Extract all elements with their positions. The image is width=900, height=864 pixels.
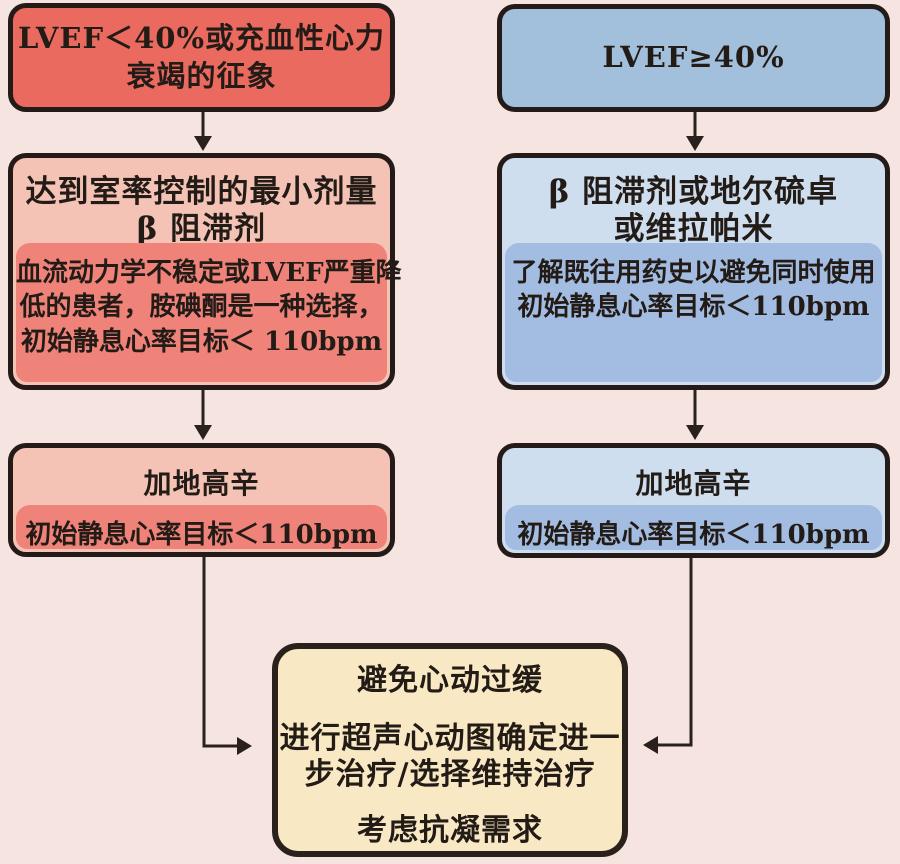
condition-text-lvef-normal: LVEF≥40% bbox=[602, 40, 785, 75]
condition-text-lvef-low: LVEF＜40%或充血性心力 衰竭的征象 bbox=[17, 20, 386, 93]
outcome-echo-text: 进行超声心动图确定进一 步治疗/选择维持治疗 bbox=[279, 721, 621, 792]
escalation-header-left: 加地高辛 bbox=[143, 467, 260, 500]
escalation-box-right: 加地高辛 初始静息心率目标＜110bpm bbox=[497, 443, 890, 558]
escalation-header-right: 加地高辛 bbox=[635, 467, 752, 500]
connector-left-elbow bbox=[202, 557, 238, 748]
treatment-header-right: β 阻滞剂或地尔硫卓 或维拉帕米 bbox=[548, 174, 839, 248]
treatment-header-left: 达到室率控制的最小剂量 β 阻滞剂 bbox=[25, 174, 378, 248]
arrowhead-left-2 bbox=[194, 425, 212, 440]
escalation-box-left: 加地高辛 初始静息心率目标＜110bpm bbox=[8, 443, 395, 557]
outcome-box: 避免心动过缓 进行超声心动图确定进一 步治疗/选择维持治疗 考虑抗凝需求 bbox=[272, 643, 628, 857]
connector-right-elbow bbox=[657, 558, 693, 747]
treatment-box-left: 达到室率控制的最小剂量 β 阻滞剂 血流动力学不稳定或LVEF严重降 低的患者，… bbox=[8, 153, 402, 390]
condition-box-lvef-low: LVEF＜40%或充血性心力 衰竭的征象 bbox=[8, 3, 395, 112]
condition-box-lvef-normal: LVEF≥40% bbox=[497, 4, 890, 112]
treatment-note-left: 血流动力学不稳定或LVEF严重降 低的患者，胺碘酮是一种选择， 初始静息心率目标… bbox=[16, 243, 402, 382]
arrowhead-right-2 bbox=[686, 425, 704, 440]
arrowhead-left-elbow bbox=[237, 737, 252, 755]
outcome-line-bradycardia: 避免心动过缓 bbox=[357, 663, 543, 698]
arrowhead-right-1 bbox=[686, 136, 704, 151]
treatment-box-right: β 阻滞剂或地尔硫卓 或维拉帕米 了解既往用药史以避免同时使用 初始静息心率目标… bbox=[497, 153, 890, 390]
arrowhead-left-1 bbox=[194, 136, 212, 151]
escalation-note-right: 初始静息心率目标＜110bpm bbox=[505, 505, 882, 550]
escalation-note-left: 初始静息心率目标＜110bpm bbox=[16, 505, 387, 550]
outcome-anticoagulation-text: 考虑抗凝需求 bbox=[357, 813, 543, 848]
treatment-note-right: 了解既往用药史以避免同时使用 初始静息心率目标＜110bpm bbox=[505, 243, 882, 382]
arrowhead-right-elbow bbox=[643, 736, 658, 754]
